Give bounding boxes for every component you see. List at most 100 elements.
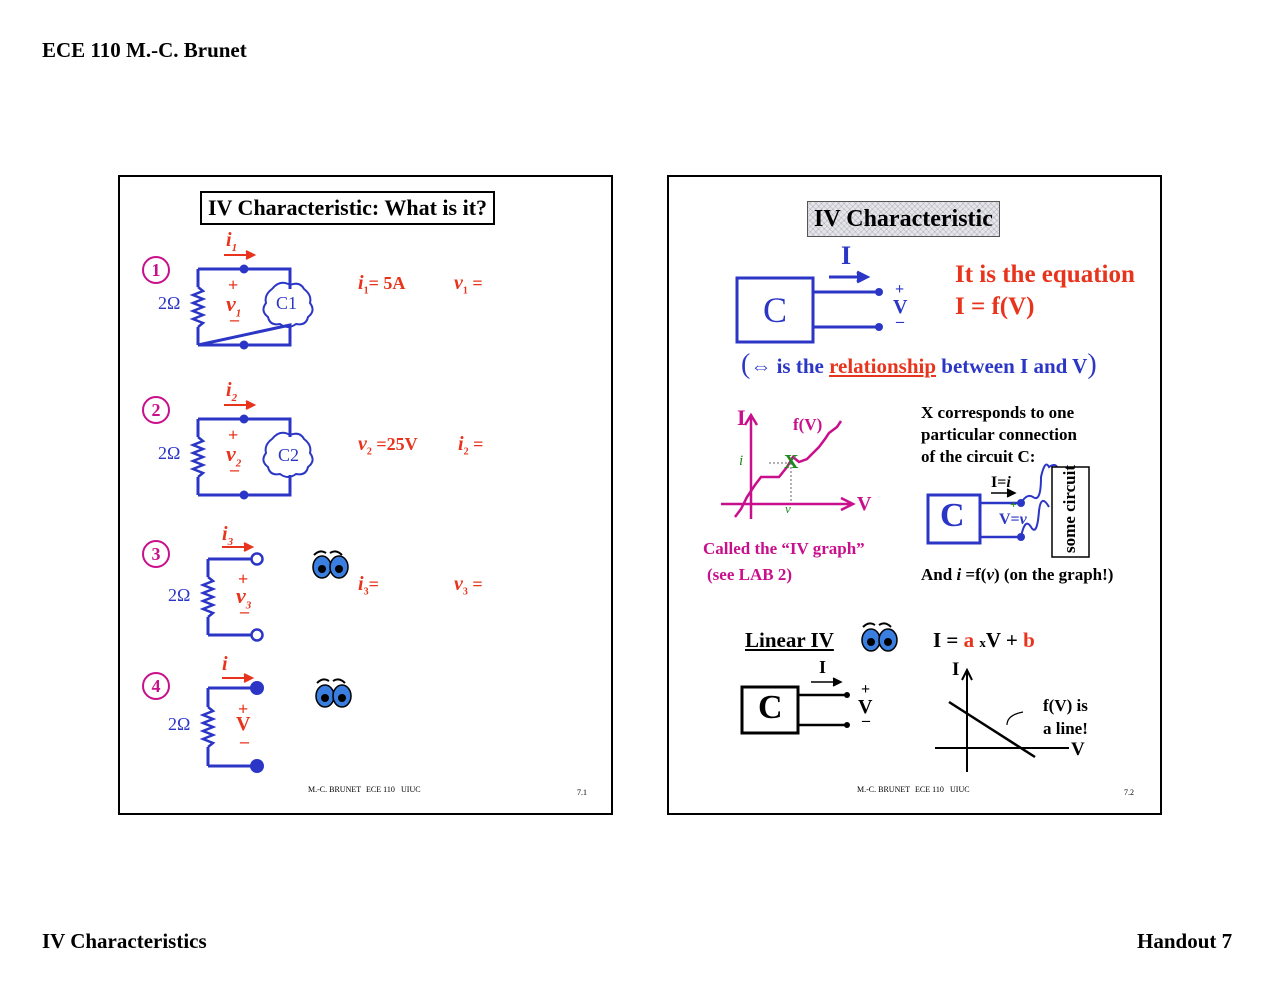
voltage-3-label: v3	[236, 583, 252, 612]
slide1-footer-course: ECE 110	[366, 785, 395, 794]
slide1-circuit-drawings	[189, 250, 352, 773]
graph-small-v: v	[785, 501, 791, 516]
linear-iv-title: Linear IV	[745, 628, 834, 652]
slide1-page-number: 7.1	[577, 788, 587, 797]
current-1-arrow	[224, 250, 257, 260]
x-note-line-2: particular connection	[921, 425, 1077, 444]
circuit-4-drawing	[199, 686, 252, 768]
graph-small-i: i	[739, 453, 744, 469]
current-arrow	[829, 270, 871, 284]
node-2-top	[239, 414, 249, 424]
node-2-bottom	[239, 490, 249, 500]
circuit-number-3: 3	[142, 540, 170, 568]
equation-line-1: It is the equation	[955, 261, 1135, 288]
plus-sign: +	[238, 699, 249, 719]
linear-box-label: C	[758, 689, 783, 726]
minus-sign: –	[240, 731, 249, 751]
terminal-bottom	[875, 323, 883, 331]
slide2-page-number: 7.2	[1124, 788, 1134, 797]
linear-note-1: f(V) is	[1043, 696, 1088, 715]
linear-circuit-box	[740, 685, 800, 735]
terminal-4-top	[250, 681, 264, 695]
slide1-footer-author: M.-C. BRUNET	[308, 785, 362, 794]
resistor-2-label: 2Ω	[158, 443, 181, 463]
some-circuit-box	[1051, 466, 1090, 558]
current-label: I	[841, 241, 852, 270]
current-4-arrow	[222, 673, 255, 683]
terminal-3-bottom	[250, 628, 264, 642]
slide1-title: IV Characteristic: What is it?	[200, 191, 496, 225]
graph-axis-v: V	[857, 493, 872, 515]
graph-axis-i: I	[737, 405, 746, 430]
minus-sign: –	[240, 601, 249, 621]
linear-voltage: V	[858, 696, 873, 718]
voltage-2-label: v2	[226, 441, 242, 470]
relationship-statement: (⇔ is the relationship between I and V)	[741, 349, 1097, 380]
linear-graph-axis-v: V	[1071, 739, 1085, 760]
current-2-label: i2	[226, 379, 238, 404]
terminal-top	[875, 288, 883, 296]
minus-sign: –	[230, 459, 239, 479]
resistor-3-label: 2Ω	[168, 585, 191, 605]
current-2-arrow	[224, 400, 257, 410]
current-3-label: i3	[222, 523, 234, 548]
linear-equation: I = a xV + b	[933, 628, 1035, 652]
x-note-line-3: of the circuit C:	[921, 447, 1036, 466]
some-circuit-label: some circuit	[1060, 465, 1079, 553]
slide2-footer-school: UIUC	[950, 785, 970, 794]
slide-7-2: IV Characteristic C I + V – It is the eq…	[667, 175, 1162, 815]
voltage-label: V	[893, 296, 908, 318]
iv-graph	[721, 412, 856, 519]
node-1-top	[239, 264, 249, 274]
page-header: ECE 110 M.-C. Brunet	[42, 38, 247, 62]
graph-function-label: f(V)	[793, 415, 823, 434]
plus-sign: +	[895, 281, 905, 298]
circuit-2-drawing	[189, 417, 314, 497]
minus-sign: –	[230, 309, 239, 329]
node-1-bottom	[239, 340, 249, 350]
circuit-box-c	[735, 276, 815, 344]
equation-1-current: i1= 5A	[358, 272, 406, 297]
voltage-4-label: V	[236, 713, 251, 735]
x-note-line-1: X corresponds to one	[921, 403, 1075, 422]
page-footer-handout: Handout 7	[1137, 929, 1233, 953]
circuit-3-drawing	[199, 557, 252, 637]
current-3-arrow	[222, 542, 255, 552]
box-label-c: C	[763, 290, 788, 330]
resistor-4-label: 2Ω	[168, 714, 191, 734]
graph-caption-2: (see LAB 2)	[707, 565, 792, 584]
current-1-label: i1	[226, 229, 238, 254]
connection-current: I=i	[991, 474, 1011, 491]
equation-3-voltage: v3 =	[454, 573, 483, 598]
linear-minus: –	[862, 712, 870, 729]
eyes-icon	[861, 622, 898, 652]
page-footer-title: IV Characteristics	[42, 929, 207, 953]
equation-2-current: i2 =	[458, 433, 484, 458]
equation-2-voltage: v2 =25V	[358, 433, 418, 458]
element-c2-label: C2	[278, 445, 300, 465]
plus-sign: +	[228, 425, 239, 445]
voltage-1-label: v1	[226, 291, 242, 320]
slide2-footer-author: M.-C. BRUNET	[857, 785, 911, 794]
eyes-icon	[315, 678, 352, 708]
connection-voltage: V=v	[999, 511, 1027, 528]
terminal-3-top	[250, 552, 264, 566]
circuit-number-1: 1	[142, 256, 170, 284]
graph-caption-1: Called the “IV graph”	[703, 539, 865, 558]
slide-7-1: IV Characteristic: What is it? 1 2 3 4 2…	[118, 175, 613, 815]
linear-graph	[935, 667, 1069, 772]
circuit-number-4: 4	[142, 672, 170, 700]
and-note: And i =f(v) (on the graph!)	[921, 565, 1114, 584]
linear-plus: +	[861, 681, 871, 698]
current-4-label: i	[222, 653, 228, 675]
linear-graph-axis-i: I	[952, 659, 960, 680]
linear-note-2: a line!	[1043, 719, 1088, 738]
equation-1-voltage: v1 =	[454, 272, 483, 297]
circuit-number-2: 2	[142, 396, 170, 424]
plus-sign: +	[238, 569, 249, 589]
slide2-title: IV Characteristic	[807, 201, 1000, 237]
minus-sign: –	[896, 313, 904, 330]
element-c1-label: C1	[276, 293, 298, 313]
box-label-c-small: C	[940, 497, 965, 534]
connection-arrow	[991, 488, 1017, 498]
